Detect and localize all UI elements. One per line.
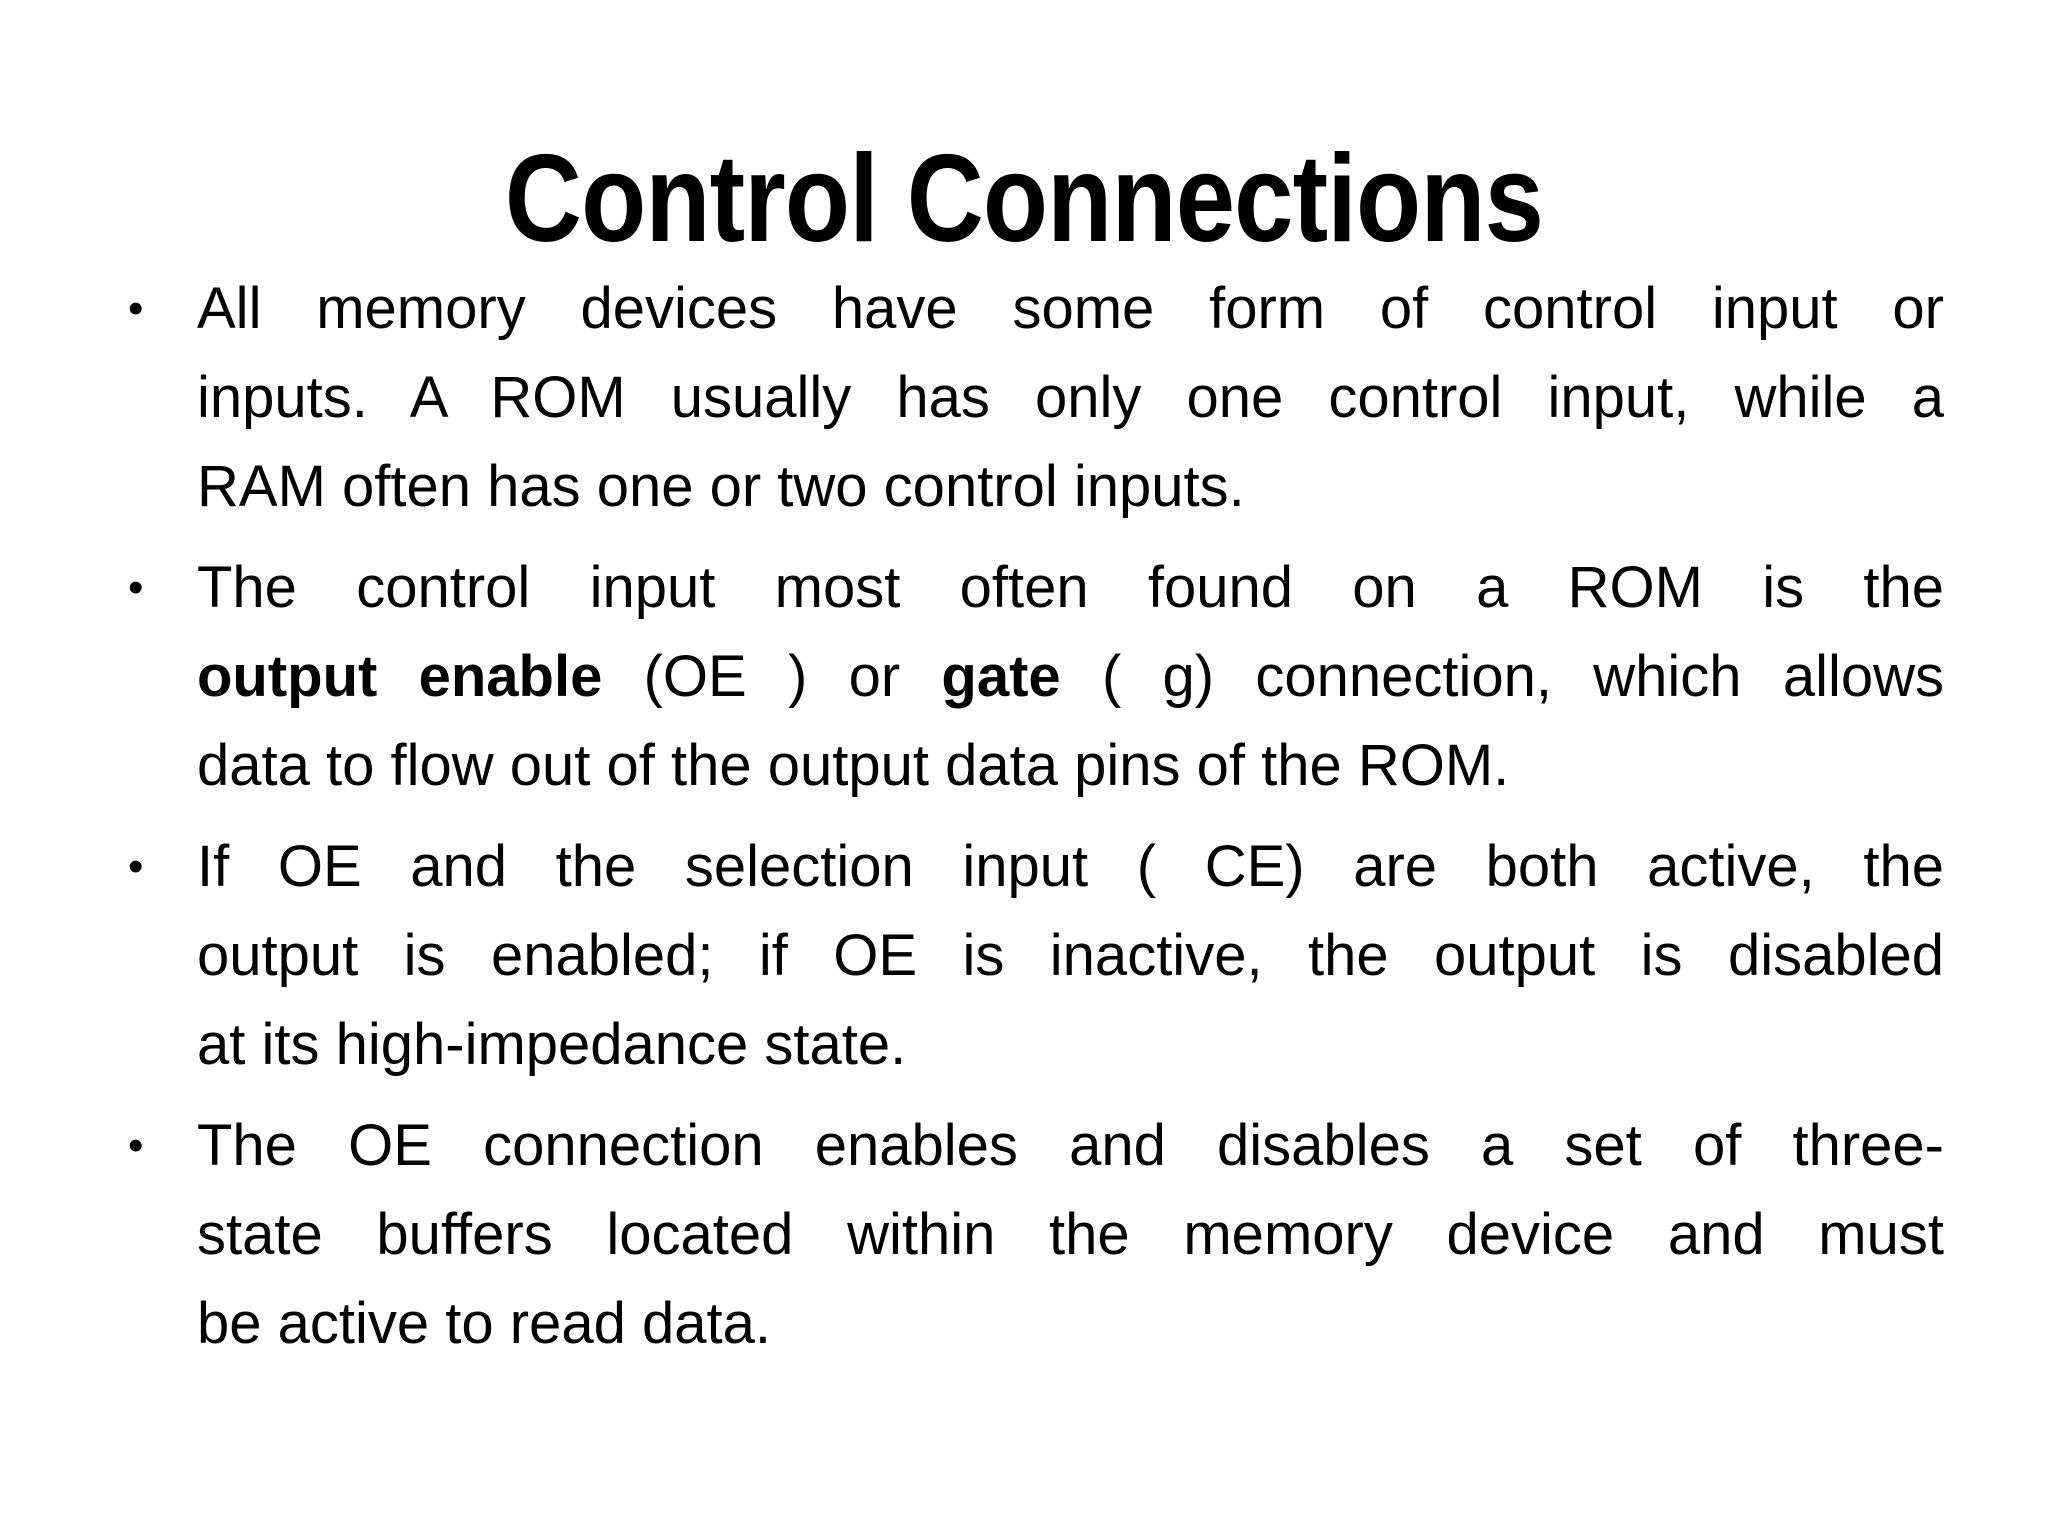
text-segment: The OE connection enables and disables a… (197, 1113, 1944, 1178)
bullet-item: • If OE and the selection input ( CE) are… (128, 822, 1944, 1089)
bullet-item: • All memory devices have some form of co… (128, 264, 1944, 531)
bullet-line: If OE and the selection input ( CE) are … (197, 822, 1944, 911)
text-segment: If OE and the selection input ( CE) are … (197, 834, 1944, 899)
text-segment: data to flow out of the output data pins… (197, 733, 1510, 798)
bullet-line: RAM often has one or two control inputs. (197, 442, 1944, 531)
bullet-line: state buffers located within the memory … (197, 1190, 1944, 1279)
bullet-text: The OE connection enables and disables a… (197, 1101, 1944, 1368)
bullet-line: The OE connection enables and disables a… (197, 1101, 1944, 1190)
bullet-text: All memory devices have some form of con… (197, 264, 1944, 531)
text-segment: ( g) connection, which allows (1060, 644, 1944, 709)
bold-text-segment: gate (941, 644, 1061, 709)
text-segment: state buffers located within the memory … (197, 1202, 1944, 1267)
bullet-line: output is enabled; if OE is inactive, th… (197, 911, 1944, 1000)
bullet-line: inputs. A ROM usually has only one contr… (197, 353, 1944, 442)
page-title: Control Connections (504, 130, 1544, 268)
text-segment: (OE ) or (602, 644, 942, 709)
bullet-list: • All memory devices have some form of co… (128, 264, 1944, 1380)
bullet-item: • The OE connection enables and disables … (128, 1101, 1944, 1368)
bullet-item: • The control input most often found on a… (128, 543, 1944, 810)
bullet-text: The control input most often found on a … (197, 543, 1944, 810)
text-segment: output is enabled; if OE is inactive, th… (197, 923, 1944, 988)
bullet-marker-icon: • (128, 1121, 144, 1170)
text-segment: The control input most often found on a … (197, 555, 1944, 620)
bullet-marker-icon: • (128, 842, 144, 891)
bullet-line: output enable (OE ) or gate ( g) connect… (197, 632, 1944, 721)
text-segment: at its high-impedance state. (197, 1012, 907, 1077)
text-segment: All memory devices have some form of con… (197, 276, 1944, 341)
bullet-line: data to flow out of the output data pins… (197, 721, 1944, 810)
text-segment: inputs. A ROM usually has only one contr… (197, 365, 1944, 430)
text-segment: be active to read data. (197, 1291, 771, 1356)
bullet-line: at its high-impedance state. (197, 1000, 1944, 1089)
bullet-line: be active to read data. (197, 1279, 1944, 1368)
bullet-marker-icon: • (128, 563, 144, 612)
bullet-line: The control input most often found on a … (197, 543, 1944, 632)
bold-text-segment: output enable (197, 644, 603, 709)
bullet-text: If OE and the selection input ( CE) are … (197, 822, 1944, 1089)
bullet-marker-icon: • (128, 284, 144, 333)
bullet-line: All memory devices have some form of con… (197, 264, 1944, 353)
text-segment: RAM often has one or two control inputs. (197, 454, 1245, 519)
